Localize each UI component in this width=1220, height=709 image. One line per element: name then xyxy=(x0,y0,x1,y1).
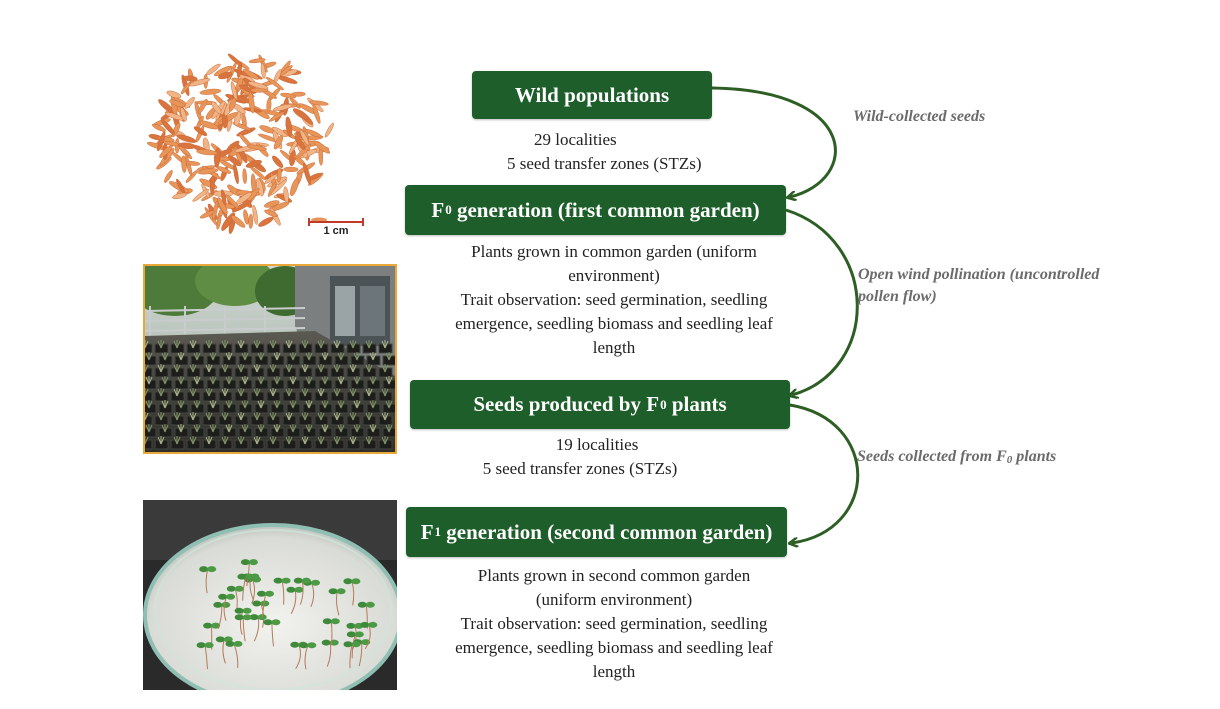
scale-bar: 1 cm xyxy=(308,218,364,237)
desc-line: (uniform environment) xyxy=(535,590,693,609)
desc-line: Plants grown in second common garden xyxy=(477,566,751,585)
petri-dish-photo xyxy=(143,500,397,690)
desc-f1: Plants grown in second common garden (un… xyxy=(433,564,795,684)
desc-f0: Plants grown in common garden (uniform e… xyxy=(433,240,795,360)
seed-photo xyxy=(143,42,363,242)
desc-line: 5 seed transfer zones (STZs) xyxy=(482,459,678,478)
seeds-label: Seeds produced by F xyxy=(473,392,660,416)
scale-bar-label: 1 cm xyxy=(323,225,349,237)
common-garden-photo xyxy=(143,264,397,454)
note-seeds-suffix: plants xyxy=(1012,448,1057,465)
seeds-subscript: 0 xyxy=(660,396,667,412)
note-seeds-collected: Seeds collected from F0 plants xyxy=(857,446,1056,471)
f1-prefix: F xyxy=(420,519,434,544)
desc-line: 5 seed transfer zones (STZs) xyxy=(507,154,702,173)
note-line: Open wind pollination (uncontrolled xyxy=(858,266,1100,283)
seeds-suffix: plants xyxy=(666,392,727,416)
desc-line: environment) xyxy=(568,266,660,285)
note-open-pollination: Open wind pollination (uncontrolled poll… xyxy=(858,264,1099,308)
f1-label: generation (second common garden) xyxy=(441,519,773,544)
desc-line: length xyxy=(592,662,636,681)
desc-line: 19 localities xyxy=(555,435,639,454)
desc-seeds: 19 localities 5 seed transfer zones (STZ… xyxy=(440,433,720,481)
f0-label: generation (first common garden) xyxy=(451,197,760,222)
f1-subscript: 1 xyxy=(434,524,442,539)
desc-line: emergence, seedling biomass and seedling… xyxy=(455,314,773,333)
arrow-seeds-to-f1 xyxy=(790,403,860,543)
box-wild-populations: Wild populations xyxy=(472,71,712,119)
note-line: pollen flow) xyxy=(858,288,937,305)
desc-line: emergence, seedling biomass and seedling… xyxy=(455,638,773,657)
desc-line: Trait observation: seed germination, see… xyxy=(460,614,768,633)
f0-prefix: F xyxy=(431,197,445,222)
note-wild-collected: Wild-collected seeds xyxy=(853,108,986,125)
desc-line: 29 localities xyxy=(534,130,617,149)
note-seeds-sub: 0 xyxy=(1006,454,1013,466)
desc-wild: 29 localities 5 seed transfer zones (STZ… xyxy=(507,128,780,176)
desc-line: Trait observation: seed germination, see… xyxy=(460,290,768,309)
desc-line: length xyxy=(592,338,636,357)
arrow-wild-to-f0 xyxy=(711,86,837,197)
note-seeds-prefix: Seeds collected from F xyxy=(857,448,1007,465)
desc-line: Plants grown in common garden (uniform xyxy=(471,242,757,261)
f0-subscript: 0 xyxy=(445,202,452,217)
arrow-f0-to-seeds xyxy=(785,208,859,395)
